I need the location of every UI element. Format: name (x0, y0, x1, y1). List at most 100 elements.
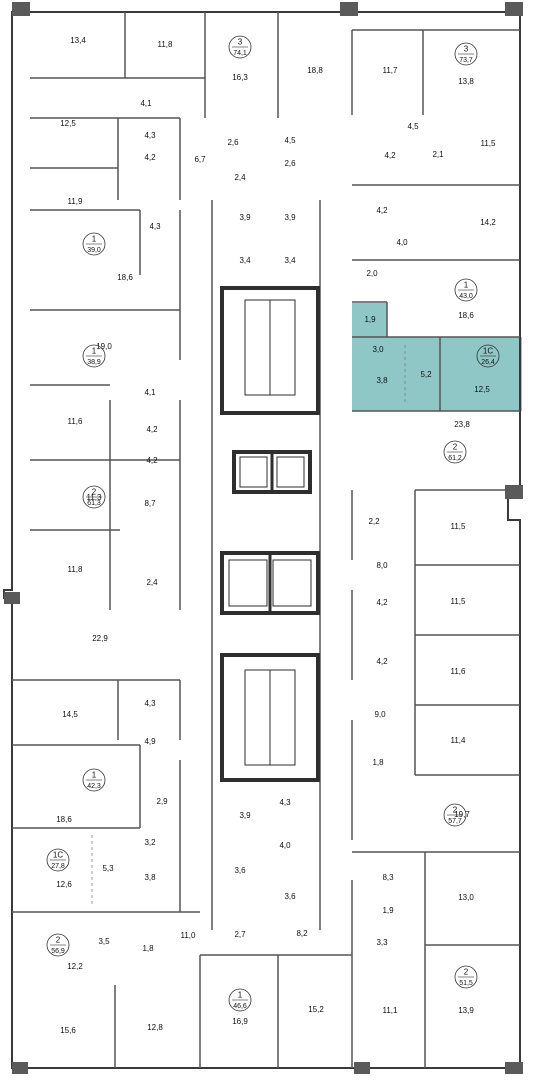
apartment-badge-apt-2-57[interactable]: 257,7 (443, 803, 467, 827)
room-area-label: 11,4 (451, 736, 467, 745)
room-area-label: 3,4 (239, 256, 251, 265)
room-area-label: 4,2 (376, 206, 388, 215)
room-area-label: 14,2 (480, 218, 496, 227)
apartment-rooms: 1 (92, 771, 97, 780)
room-area-label: 22,9 (92, 634, 108, 643)
apartment-badge-apt-2-51[interactable]: 251,5 (454, 965, 478, 989)
room-area-label: 12,6 (56, 880, 72, 889)
room-area-label: 3,3 (376, 938, 388, 947)
room-area-label: 5,3 (102, 864, 114, 873)
room-area-label: 11,5 (451, 597, 467, 606)
room-area-label: 14,5 (62, 710, 78, 719)
stair-core-top (220, 286, 320, 415)
apartment-rooms: 2 (56, 936, 61, 945)
apartment-rooms: 1 (238, 991, 243, 1000)
apartment-rooms: 1 (92, 347, 97, 356)
apartment-area: 26,4 (481, 359, 495, 366)
room-area-label: 4,3 (144, 131, 156, 140)
room-area-label: 3,8 (376, 376, 388, 385)
apartment-rooms: 3 (238, 38, 243, 47)
apartment-rooms: 1 (92, 235, 97, 244)
room-area-label: 4,1 (140, 99, 152, 108)
apartment-area: 42,3 (87, 783, 101, 790)
room-area-label: 8,3 (382, 873, 394, 882)
apartment-badge-apt-1-43[interactable]: 143,0 (454, 278, 478, 302)
apartment-area: 73,7 (459, 57, 473, 64)
room-area-label: 13,9 (458, 1006, 474, 1015)
room-area-label: 4,2 (384, 151, 396, 160)
room-area-label: 8,7 (144, 499, 156, 508)
room-area-label: 1,8 (142, 944, 154, 953)
room-area-label: 2,6 (284, 159, 296, 168)
room-area-label: 18,6 (117, 273, 133, 282)
apartment-area: 39,0 (87, 247, 101, 254)
room-area-label: 2,4 (146, 578, 158, 587)
room-area-label: 16,9 (232, 1017, 248, 1026)
room-area-label: 13,8 (458, 77, 474, 86)
room-area-label: 11,1 (383, 1006, 399, 1015)
apartment-badge-apt-1c-27[interactable]: 1С 27,8 (46, 848, 70, 872)
room-area-label: 18,8 (307, 66, 323, 75)
apartment-badge-apt-1-46[interactable]: 146,6 (228, 988, 252, 1012)
room-area-label: 8,2 (296, 929, 308, 938)
room-area-label: 11,8 (158, 40, 174, 49)
room-area-label: 3,6 (234, 866, 246, 875)
room-area-label: 2,9 (156, 797, 168, 806)
apartment-rooms: 3 (464, 45, 469, 54)
apartment-area: 51,5 (459, 980, 473, 987)
room-area-label: 11,5 (481, 139, 497, 148)
room-area-label: 18,6 (458, 311, 474, 320)
room-area-label: 11,3 (87, 493, 103, 502)
apartment-area: 56,9 (51, 948, 65, 955)
room-area-label: 15,2 (308, 1005, 324, 1014)
apartment-area: 27,8 (51, 863, 65, 870)
room-area-label: 12,5 (474, 385, 490, 394)
room-area-label: 4,5 (407, 122, 419, 131)
room-area-label: 11,8 (68, 565, 84, 574)
elevators-large (220, 551, 320, 615)
room-area-label: 1,9 (364, 315, 376, 324)
apartment-area: 74,1 (233, 50, 247, 57)
apartment-rooms: 1С (53, 851, 63, 860)
room-area-label: 11,0 (181, 931, 197, 940)
room-area-label: 4,2 (144, 153, 156, 162)
apartment-badge-apt-1-39[interactable]: 139,0 (82, 232, 106, 256)
apartment-badge-apt-2-61a[interactable]: 261,3 (82, 485, 106, 509)
room-area-label: 4,3 (279, 798, 291, 807)
room-area-label: 2,2 (368, 517, 380, 526)
apartment-badge-apt-3-73[interactable]: 373,7 (454, 42, 478, 66)
room-area-label: 4,2 (146, 456, 158, 465)
apartment-badge-apt-2-61b[interactable]: 261,2 (443, 440, 467, 464)
interior-walls (12, 12, 520, 1068)
room-area-label: 4,5 (284, 136, 296, 145)
room-area-label: 15,6 (60, 1026, 76, 1035)
apartment-rooms: 2 (453, 806, 458, 815)
corner-columns (4, 2, 523, 1074)
partition-lines (91, 345, 406, 905)
room-area-label: 8,0 (376, 561, 388, 570)
room-area-label: 4,2 (376, 657, 388, 666)
room-area-label: 4,2 (376, 598, 388, 607)
room-area-label: 4,0 (396, 238, 408, 247)
apartment-badge-apt-3-74[interactable]: 374,1 (228, 35, 252, 59)
room-area-label: 4,0 (279, 841, 291, 850)
apartment-area: 57,7 (448, 818, 462, 825)
room-area-label: 2,7 (234, 930, 246, 939)
room-area-label: 1,8 (372, 758, 384, 767)
room-area-label: 4,9 (144, 737, 156, 746)
room-area-label: 3,8 (144, 873, 156, 882)
room-area-label: 2,1 (432, 150, 444, 159)
apartment-badge-apt-2-56[interactable]: 256,9 (46, 933, 70, 957)
room-area-label: 3,5 (98, 937, 110, 946)
room-area-label: 4,1 (144, 388, 156, 397)
apartment-badge-apt-1-42[interactable]: 142,3 (82, 768, 106, 792)
room-area-label: 19,0 (96, 342, 112, 351)
room-area-label: 1,9 (382, 906, 394, 915)
room-area-label: 23,8 (454, 420, 470, 429)
apartment-badge-apt-1-38[interactable]: 138,9 (82, 344, 106, 368)
highlight-fill-vestibule (352, 303, 387, 337)
room-area-label: 4,3 (149, 222, 161, 231)
